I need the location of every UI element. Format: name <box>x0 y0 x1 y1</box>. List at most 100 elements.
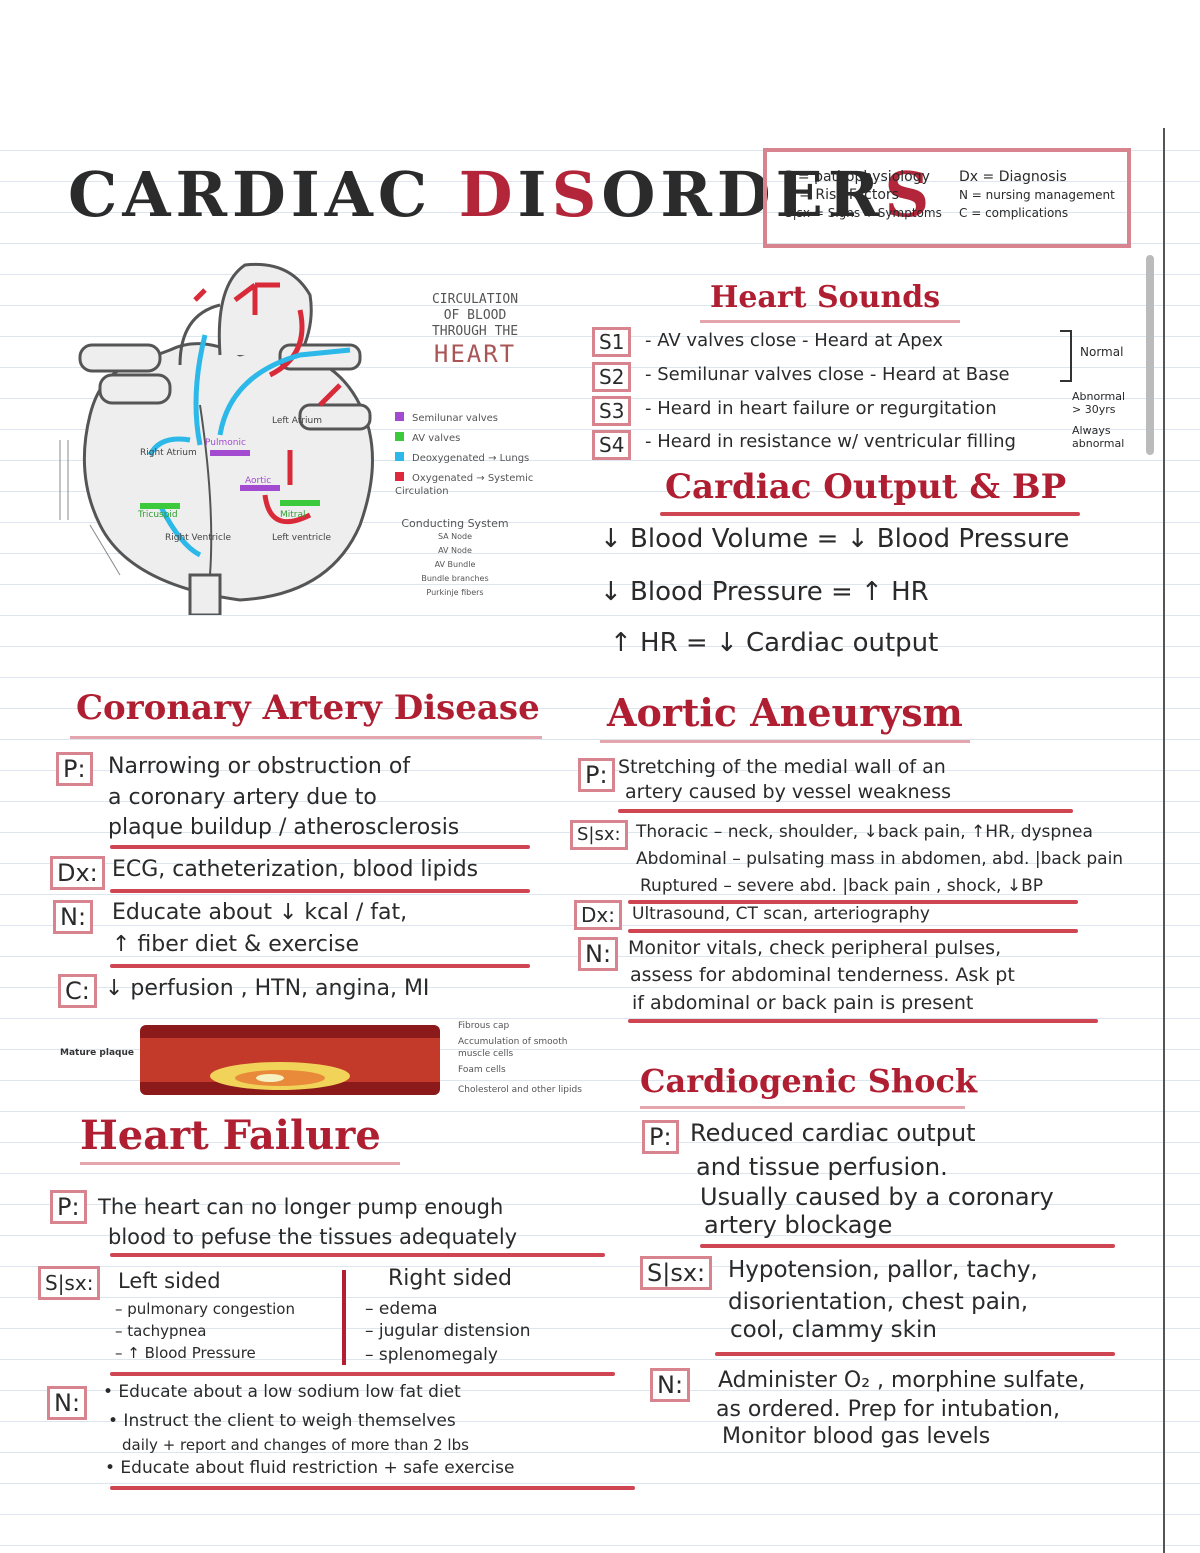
section-underline <box>110 964 530 968</box>
conducting-system: Conducting System SA Node AV Node AV Bun… <box>400 517 510 600</box>
shock-n-line: as ordered. Prep for intubation, <box>716 1397 1060 1422</box>
label-aortic: Aortic <box>245 476 271 486</box>
hf-right-item: – jugular distension <box>365 1321 531 1341</box>
hf-n-code: N: <box>47 1386 88 1420</box>
s2-text: - Semilunar valves close - Heard at Base <box>645 364 1010 385</box>
legend-dx: Dx = Diagnosis <box>959 169 1067 185</box>
aneurysm-n-code: N: <box>578 937 619 971</box>
conducting-title: Conducting System <box>401 517 509 530</box>
cad-p-line: Narrowing or obstruction of <box>108 754 411 779</box>
diagram-legend-item: Deoxygenated → Lungs <box>395 452 535 465</box>
callout: Foam cells <box>458 1065 506 1075</box>
hf-left-item: – tachypnea <box>115 1322 207 1340</box>
heart-diagram: Right Atrium Left Atrium Right Ventricle… <box>59 262 374 615</box>
legend-p: P = pathophysiology <box>785 169 930 185</box>
hf-p-line: blood to pefuse the tissues adequately <box>108 1225 518 1249</box>
cad-c: ↓ perfusion , HTN, angina, MI <box>105 976 430 1001</box>
cad-n-line: ↑ fiber diet & exercise <box>112 932 359 957</box>
cad-n-code: N: <box>53 900 94 934</box>
aneurysm-s-line: Ruptured – severe abd. |back pain , shoc… <box>640 876 1043 896</box>
shock-s-line: Hypotension, pallor, tachy, <box>728 1257 1038 1283</box>
aneurysm-s-code: S|sx: <box>570 820 628 850</box>
s2-code: S2 <box>592 362 632 392</box>
conducting-step: AV Bundle <box>434 560 476 569</box>
diagram-legend-item: Oxygenated → Systemic Circulation <box>395 472 535 498</box>
heart-sounds-heading: Heart Sounds <box>710 280 941 315</box>
legend-col-1: P = pathophysiology R = Risk Factors S|s… <box>785 168 942 222</box>
sided-divider <box>342 1270 346 1365</box>
scrollbar[interactable] <box>1146 255 1154 455</box>
page-title: CARDIAC DISORDERS <box>68 158 935 231</box>
shock-heading: Cardiogenic Shock <box>640 1062 978 1100</box>
diagram-legend-item: AV valves <box>395 432 535 445</box>
legend-c: C = complications <box>959 206 1069 220</box>
s4-code: S4 <box>592 430 632 460</box>
aneurysm-s-line: Abdominal – pulsating mass in abdomen, a… <box>636 849 1124 869</box>
s3-note: Abnormal> 30yrs <box>1072 390 1125 416</box>
note-line: > 30yrs <box>1072 403 1116 416</box>
cad-dx-code: Dx: <box>50 856 105 890</box>
cad-p-line: plaque buildup / atherosclerosis <box>108 815 460 840</box>
section-underline <box>110 1486 635 1490</box>
label-tricuspid: Tricuspid <box>137 510 178 520</box>
hf-right-item: – splenomegaly <box>365 1345 498 1365</box>
aneurysm-heading: Aortic Aneurysm <box>607 690 963 735</box>
hf-left-item: – pulmonary congestion <box>115 1300 295 1318</box>
section-underline <box>628 929 1078 933</box>
aneurysm-n-line: assess for abdominal tenderness. Ask pt <box>630 964 1015 986</box>
heading-underline <box>660 512 1080 516</box>
conducting-step: SA Node <box>437 532 473 541</box>
section-underline <box>628 900 1078 904</box>
shock-s-code: S|sx: <box>640 1256 713 1290</box>
callout: Cholesterol and other lipids <box>458 1085 582 1095</box>
note-line: Always <box>1072 424 1111 437</box>
callout: Accumulation of smooth muscle cells <box>458 1037 568 1059</box>
section-underline <box>628 1019 1098 1023</box>
aneurysm-p-code: P: <box>578 758 615 792</box>
heart-failure-heading: Heart Failure <box>80 1112 381 1159</box>
callout: Fibrous cap <box>458 1021 510 1031</box>
conducting-step: Purkinje fibers <box>426 588 484 597</box>
hf-p-line: The heart can no longer pump enough <box>98 1195 504 1219</box>
abbreviation-legend: P = pathophysiology R = Risk Factors S|s… <box>763 148 1131 248</box>
legend-label: AV valves <box>412 433 461 444</box>
s3-code: S3 <box>592 396 632 426</box>
aneurysm-s-line: Thoracic – neck, shoulder, ↓back pain, ↑… <box>636 822 1093 842</box>
shock-s-line: cool, clammy skin <box>730 1317 937 1343</box>
s3-text: - Heard in heart failure or regurgitatio… <box>645 398 997 419</box>
legend-label: Oxygenated → Systemic Circulation <box>395 473 534 497</box>
shock-p-line: and tissue perfusion. <box>696 1153 948 1181</box>
aneurysm-n-line: Monitor vitals, check peripheral pulses, <box>628 937 1002 959</box>
legend-r: R = Risk Factors <box>785 187 899 203</box>
caption-heart: HEART <box>433 340 517 368</box>
section-underline <box>110 845 530 849</box>
hf-n-line: daily + report and changes of more than … <box>122 1436 469 1454</box>
section-underline <box>700 1244 1115 1248</box>
section-underline <box>110 889 530 893</box>
diagram-legend-item: Semilunar valves <box>395 412 535 425</box>
note-line: abnormal <box>1072 437 1125 450</box>
legend-n: N = nursing management <box>959 188 1115 202</box>
cad-p-code: P: <box>56 752 93 786</box>
legend-label: Deoxygenated → Lungs <box>412 453 530 464</box>
hf-right-title: Right sided <box>388 1266 512 1291</box>
hf-right-item: – edema <box>365 1299 438 1319</box>
heading-underline <box>700 320 960 323</box>
s1-code: S1 <box>592 327 632 357</box>
heading-underline <box>70 736 542 739</box>
shock-n-line: Monitor blood gas levels <box>722 1424 991 1449</box>
conducting-step: AV Node <box>438 546 472 555</box>
section-underline <box>110 1253 605 1257</box>
plaque-illustration <box>140 1025 440 1095</box>
legend-label: Semilunar valves <box>412 413 498 424</box>
aneurysm-n-line: if abdominal or back pain is present <box>632 992 974 1014</box>
cad-c-code: C: <box>58 974 97 1008</box>
label-left-atrium: Left Atrium <box>272 416 322 426</box>
caption-line: OF BLOOD <box>443 308 507 323</box>
page-edge <box>1163 128 1165 1553</box>
section-underline <box>110 1372 615 1376</box>
aneurysm-dx-code: Dx: <box>574 900 622 930</box>
cad-n-line: Educate about ↓ kcal / fat, <box>112 900 408 925</box>
shock-n-line: Administer O₂ , morphine sulfate, <box>718 1368 1086 1393</box>
